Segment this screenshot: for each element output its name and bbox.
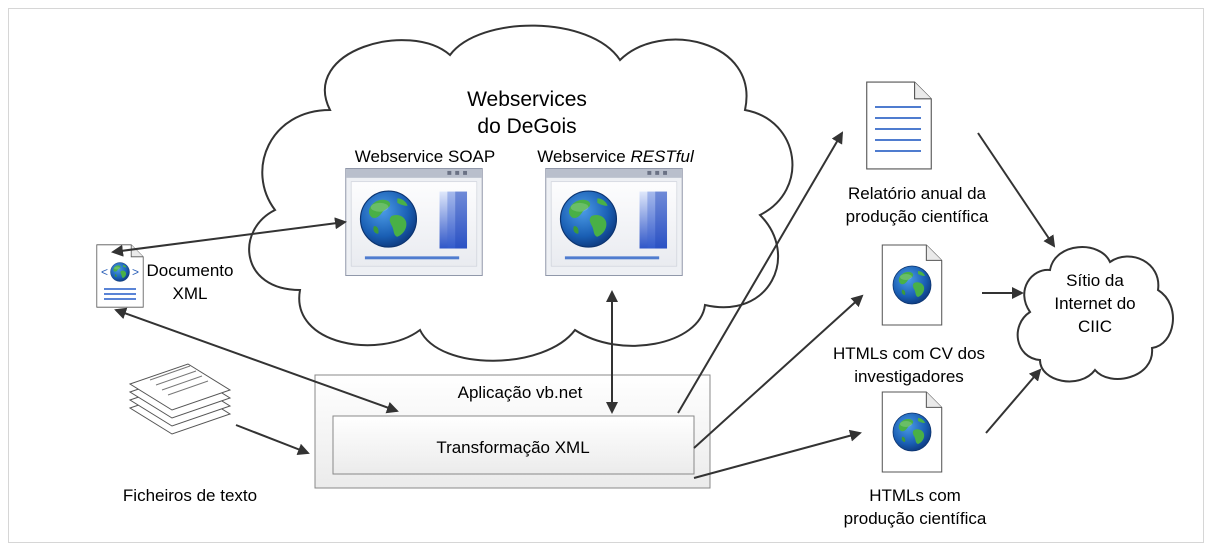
report-site-arrow xyxy=(977,132,1056,248)
cv-label: HTMLs com CV dos investigadores xyxy=(814,342,1004,388)
to-production-arrow xyxy=(693,429,862,479)
restful-label: Webservice RESTful xyxy=(523,145,708,168)
files-transform-arrow xyxy=(235,424,310,455)
transformation-label: Transformação XML xyxy=(436,438,590,457)
production-label-line2: produção científica xyxy=(843,509,987,528)
xml-document-label: Documento XML xyxy=(140,259,240,305)
text-files-label: Ficheiros de texto xyxy=(122,486,258,505)
site-label-line2: Internet do xyxy=(1054,294,1136,313)
site-label-line1: Sítio da xyxy=(1066,271,1124,290)
soap-label: Webservice SOAP xyxy=(354,147,496,166)
xml-document-label-line2: XML xyxy=(172,284,208,303)
diagram-frame xyxy=(8,8,1204,543)
site-label-line3: CIIC xyxy=(1078,317,1112,336)
to-cv-arrow xyxy=(693,294,864,449)
cv-label-line1: HTMLs com CV dos xyxy=(832,344,986,363)
report-label-line2: produção científica xyxy=(845,207,989,226)
xml-document-label-line1: Documento xyxy=(146,261,234,280)
production-label-line1: HTMLs com xyxy=(869,486,961,505)
xml-document-icon: < > xyxy=(96,244,144,308)
restful-label-prefix: Webservice xyxy=(537,147,631,166)
site-label: Sítio da Internet do CIIC xyxy=(1040,269,1150,338)
svg-text:>: > xyxy=(132,265,139,279)
xml-app-arrow xyxy=(114,307,399,414)
to-report-arrow xyxy=(677,131,844,414)
production-html-document-icon xyxy=(881,391,943,473)
report-label-line1: Relatório anual da xyxy=(848,184,986,203)
report-label: Relatório anual da produção científica xyxy=(822,182,1012,228)
text-files-icon xyxy=(128,363,232,435)
xml-soap-arrow xyxy=(111,217,347,257)
cv-html-document-icon xyxy=(881,244,943,326)
production-site-arrow xyxy=(985,368,1042,434)
production-label: HTMLs com produção científica xyxy=(820,484,1010,530)
transformation-box xyxy=(332,415,695,475)
connection-arrows xyxy=(111,131,1056,479)
cloud-title-line1: Webservices xyxy=(467,88,587,111)
application-title: Aplicação vb.net xyxy=(457,383,583,402)
cloud-title: Webservices do DeGois xyxy=(407,86,647,140)
site-cloud xyxy=(1016,246,1174,383)
webservices-cloud xyxy=(248,24,794,362)
restful-window-icon xyxy=(546,168,682,275)
cloud-title-line2: do DeGois xyxy=(477,115,577,138)
cv-label-line2: investigadores xyxy=(854,367,964,386)
soap-window-icon xyxy=(346,168,482,275)
restful-label-italic: RESTful xyxy=(630,147,694,166)
report-document-icon xyxy=(866,81,932,170)
svg-text:<: < xyxy=(101,265,108,279)
